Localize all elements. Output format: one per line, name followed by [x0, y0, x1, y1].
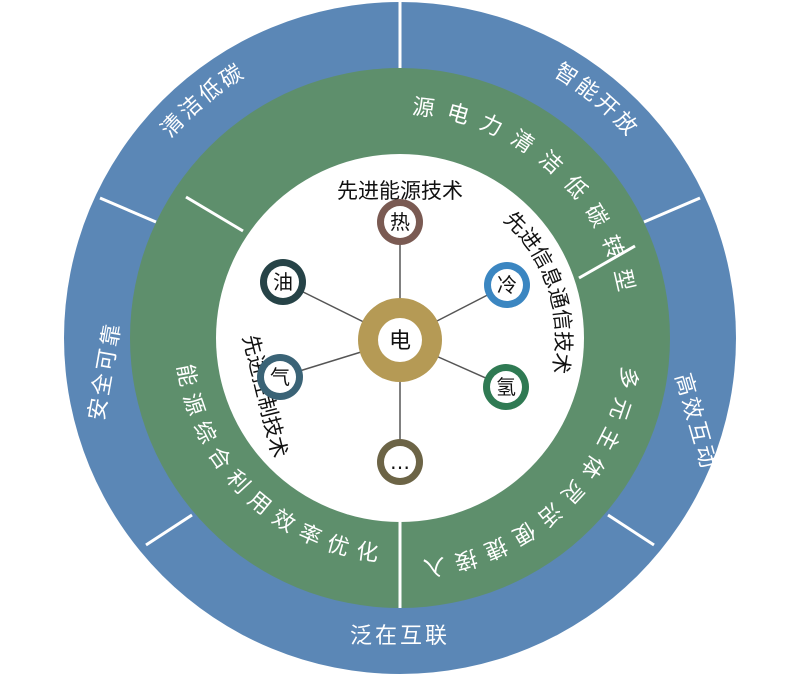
node-label-heat: 热	[390, 210, 410, 234]
node-hydrogen: 氢	[483, 364, 529, 410]
outer-dividers	[99, 2, 701, 547]
center-node-electricity: 电	[358, 298, 442, 382]
middle-dividers	[185, 195, 636, 608]
node-label-more: …	[390, 450, 410, 474]
node-gas: 气	[257, 354, 303, 400]
energy-nodes: 热冷氢 … 气 油	[257, 199, 530, 485]
node-more: …	[377, 439, 423, 485]
node-label-oil: 油	[273, 270, 293, 294]
node-label-cold: 冷	[497, 273, 517, 297]
node-label-gas: 气	[270, 365, 290, 389]
node-label-hydrogen: 氢	[496, 375, 516, 399]
node-cold: 冷	[484, 262, 530, 308]
node-oil: 油	[260, 259, 306, 305]
center-label: 电	[389, 329, 411, 354]
outer-label-ubiquitous-connection: 泛在互联	[350, 624, 450, 649]
node-heat: 热	[377, 199, 423, 245]
